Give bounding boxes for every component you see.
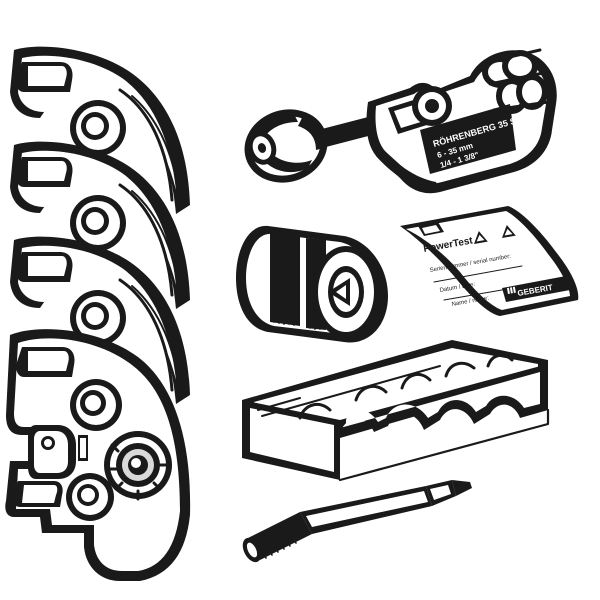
press-jaw-1 bbox=[10, 46, 190, 214]
marker-pen bbox=[242, 480, 472, 563]
power-test-tag: PowerTest Seriennummer / serial number: … bbox=[400, 206, 579, 316]
warning-triangle-icon bbox=[502, 224, 516, 238]
press-jaw-stack bbox=[5, 46, 191, 581]
threaded-rod bbox=[318, 116, 376, 148]
brand-mark-icon bbox=[506, 286, 516, 294]
deburring-tool bbox=[236, 225, 388, 343]
press-jaw-3 bbox=[10, 236, 190, 404]
warning-triangle-icon bbox=[474, 230, 488, 244]
press-jaw-4 bbox=[5, 329, 191, 581]
tool-tray-insert bbox=[242, 340, 550, 482]
pipe-cutter: RÖHRENBERG 35 S 6 - 35 mm 1/4 - 1 3/8" bbox=[244, 48, 557, 194]
press-jaw-2 bbox=[10, 141, 190, 309]
cutter-rollers bbox=[482, 48, 550, 114]
